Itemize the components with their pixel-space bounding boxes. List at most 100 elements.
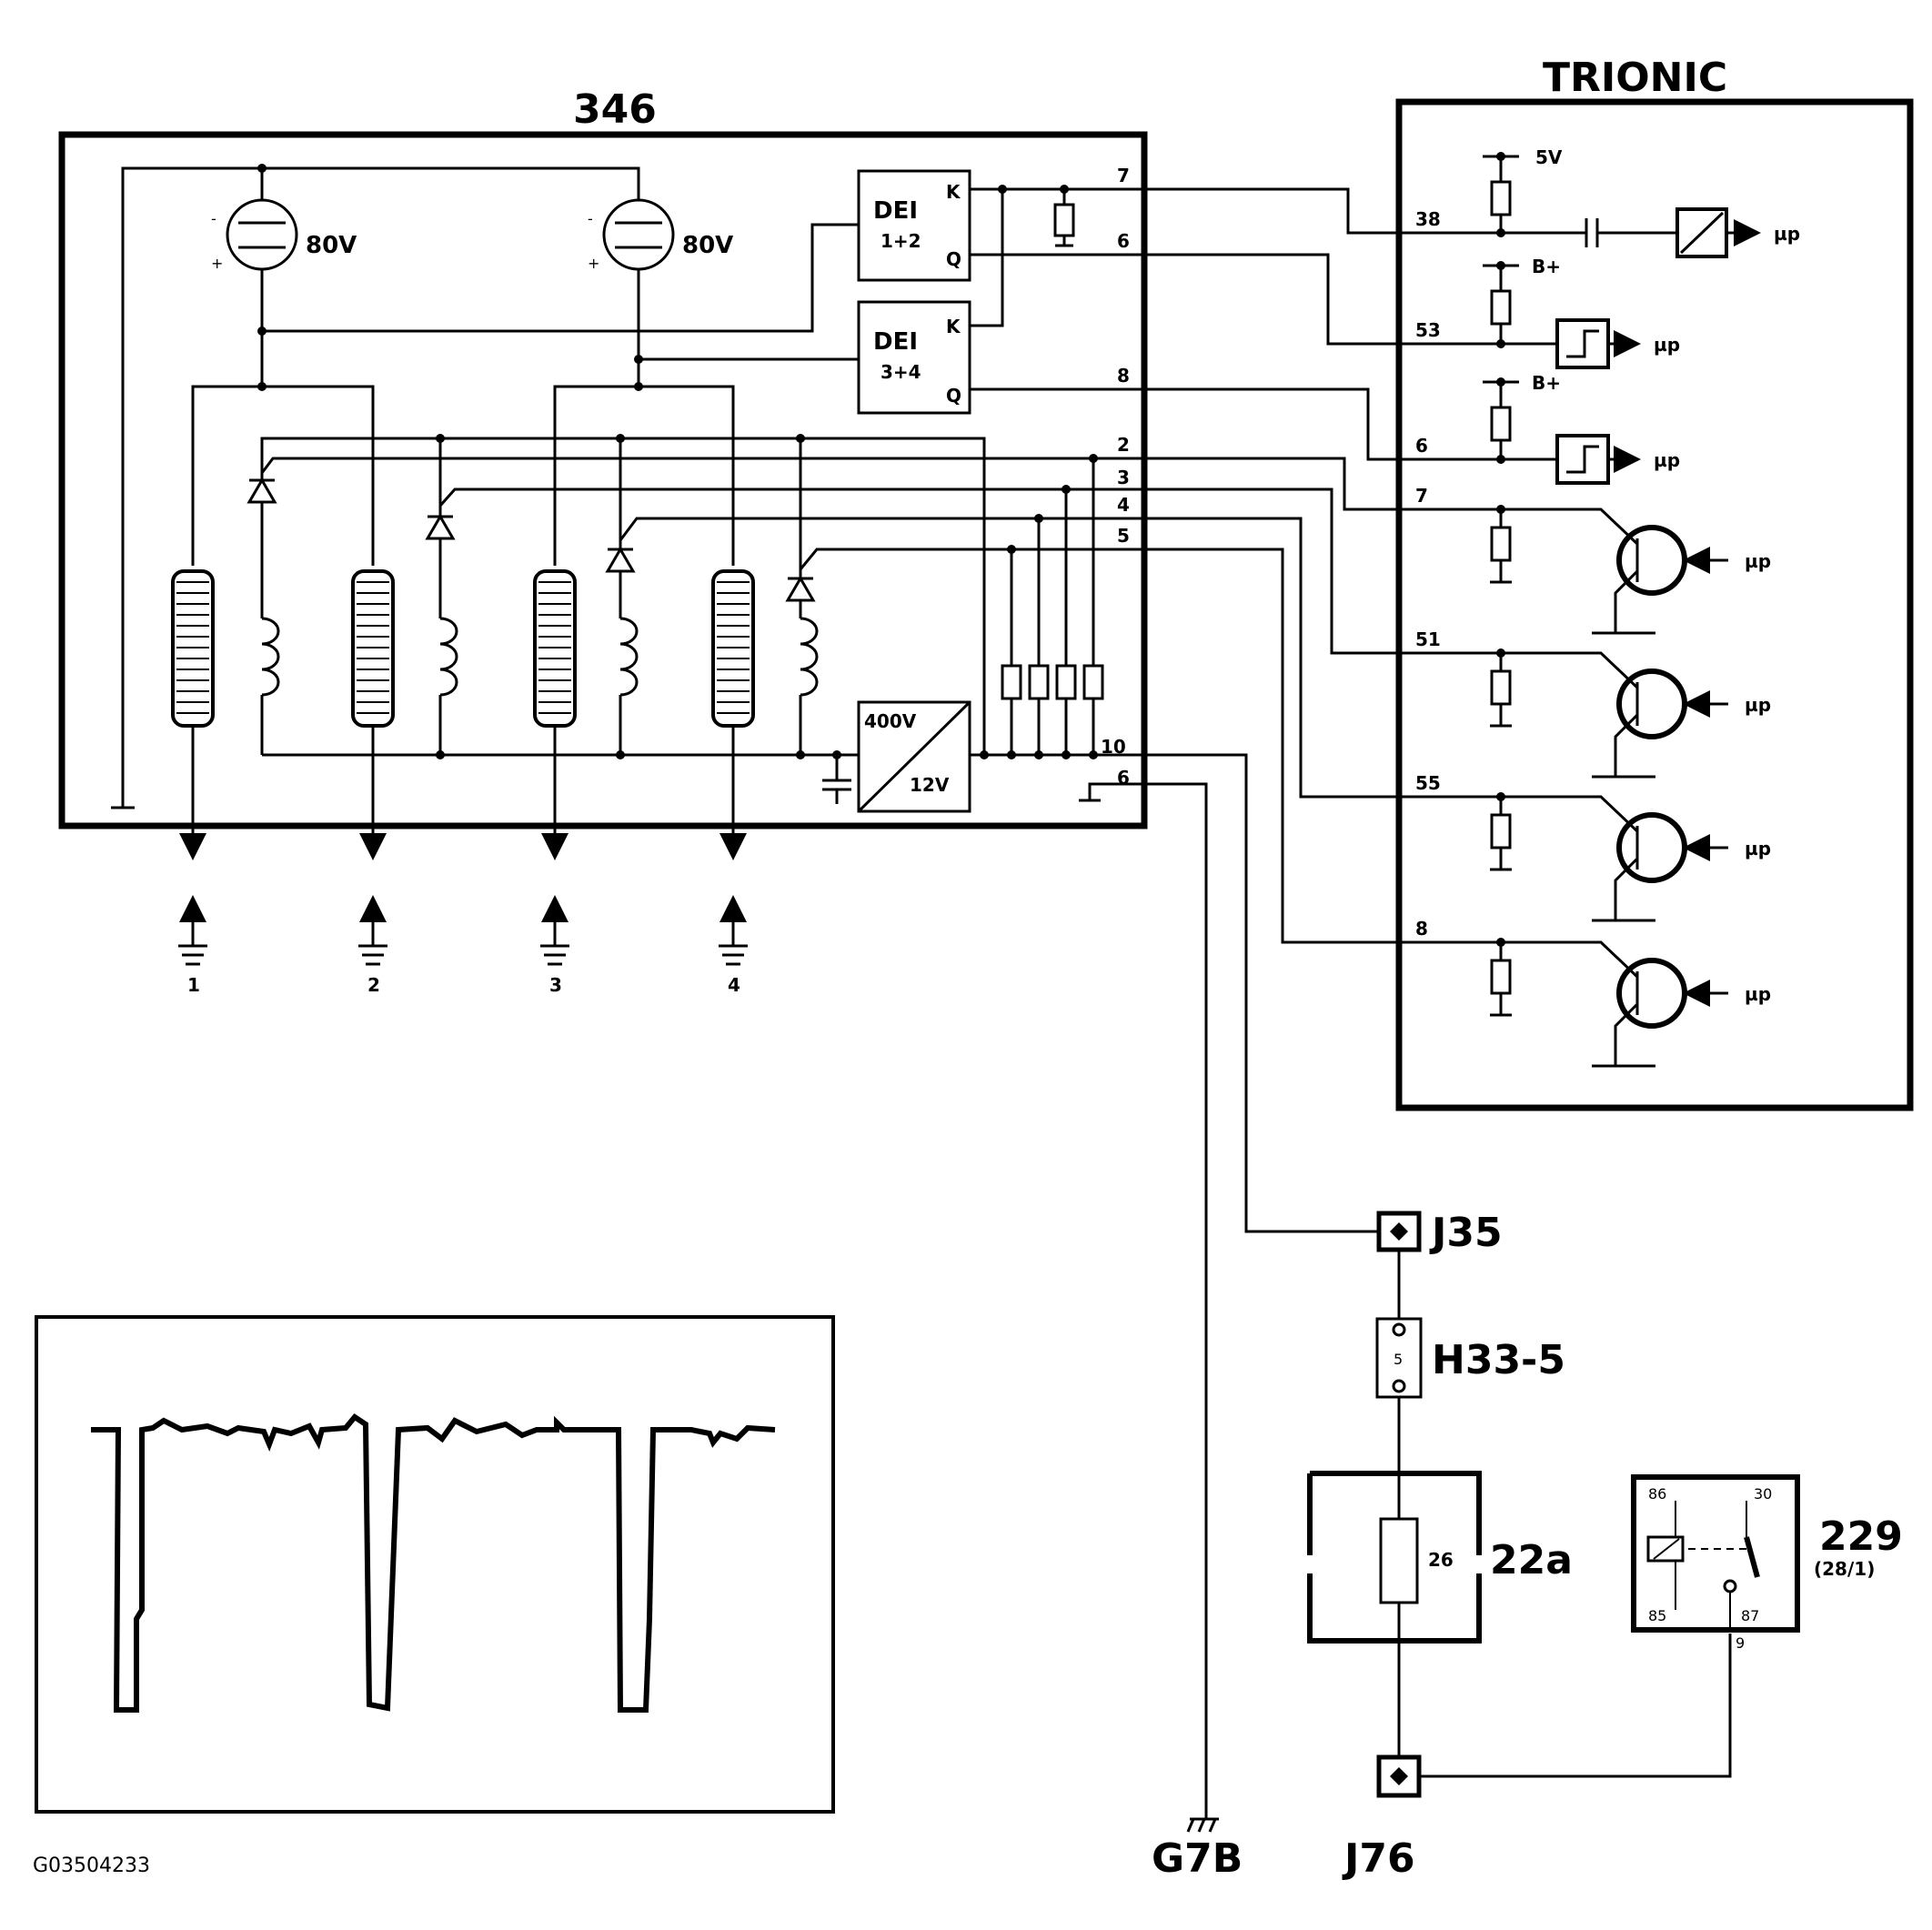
waveform-trace: [91, 1413, 776, 1713]
diodes: [247, 434, 986, 755]
spark-plug-1-label: 1: [187, 974, 200, 996]
trionic-pin-53: 53: [1415, 319, 1441, 341]
pin-346-8: 8: [1117, 365, 1130, 387]
pin-346-5: 5: [1117, 525, 1130, 547]
dei-1-2: DEI 1+2 K Q: [857, 169, 971, 282]
spark-plug-3-label: 3: [549, 974, 562, 996]
dei-3-4: DEI 3+4 K Q: [857, 300, 971, 415]
dei-1-2-pin-q: Q: [946, 248, 961, 270]
connector-j35: J35: [1376, 1210, 1503, 1256]
dei-1-2-label: DEI: [873, 197, 918, 225]
ground-label: G7B: [1152, 1835, 1243, 1882]
trionic-b2: B+: [1532, 372, 1561, 394]
mu-6: µp: [1745, 838, 1771, 859]
converter-input: 400V: [864, 710, 917, 732]
mu-5: µp: [1745, 694, 1771, 716]
trionic-input-38: 5V µp: [1483, 146, 1800, 258]
j35-label: J35: [1429, 1210, 1503, 1256]
dei-3-4-pin-k: K: [946, 316, 961, 337]
wire-pin8-trionic: [1144, 548, 1501, 944]
ground-g7b: G7B: [1152, 1817, 1243, 1882]
trionic-5v: 5V: [1535, 146, 1563, 168]
trionic-pin-8: 8: [1415, 918, 1428, 940]
fuse-26: 26: [1428, 1549, 1454, 1571]
spark-plug-1: 1: [178, 895, 207, 996]
trionic-pin-55: 55: [1415, 772, 1441, 794]
ignition-coil-1: [171, 385, 395, 860]
spark-plug-2-label: 2: [367, 974, 380, 996]
pin-346-2: 2: [1117, 434, 1130, 456]
relay-pin-9: 9: [1736, 1634, 1745, 1652]
trionic-input-53: B+ µp: [1483, 256, 1680, 369]
pin-346-6: 6: [1117, 230, 1130, 252]
trionic-driver-7: µp: [1490, 505, 1771, 635]
fuse-box-label: 22a: [1490, 1537, 1573, 1583]
spark-plug-3: 3: [540, 895, 569, 996]
h33-inner: 5: [1394, 1351, 1403, 1368]
spark-plug-2: 2: [358, 895, 387, 996]
relay-87: 87: [1741, 1607, 1759, 1624]
capacitor: [822, 750, 851, 804]
module-346-label: 346: [573, 86, 657, 133]
wire-pin4: [619, 517, 1144, 541]
wire-pin2: [260, 457, 1144, 474]
dc-converter: 400V 12V: [857, 700, 971, 813]
trionic-input-6: B+ µp: [1483, 372, 1680, 485]
mu-3: µp: [1654, 449, 1680, 471]
dei-1-2-pin-k: K: [946, 181, 961, 203]
connector-h33-5: 5 H33-5: [1375, 1317, 1565, 1399]
bulb-2-label: 80V: [682, 232, 733, 259]
bulb-2: - + 80V: [588, 198, 733, 387]
bulb-top-rail: [262, 166, 640, 200]
power-feed: G7B J35 5 H33-5 26 22a: [1144, 753, 1903, 1882]
resistor-bank: [1001, 454, 1104, 755]
svg-text:+: +: [211, 255, 223, 272]
wire-relay-j76: [1419, 1633, 1732, 1778]
mu-2: µp: [1654, 334, 1680, 356]
wire-pin10-j35: [1144, 753, 1379, 1233]
trionic-driver-8: µp: [1490, 938, 1771, 1068]
trionic-b1: B+: [1532, 256, 1561, 277]
relay-sublabel: (28/1): [1814, 1558, 1875, 1580]
wire-pin55: [1144, 517, 1501, 799]
wire-pin38: [1144, 187, 1501, 235]
svg-text:-: -: [588, 210, 593, 227]
h33-label: H33-5: [1432, 1337, 1565, 1383]
ground-rail: [121, 166, 262, 808]
relay-86: 86: [1648, 1485, 1666, 1503]
pin-346-3: 3: [1117, 467, 1130, 488]
dei-1-2-sub: 1+2: [880, 230, 921, 252]
trionic-pin-51: 51: [1415, 628, 1441, 650]
trionic-driver-55: µp: [1490, 792, 1771, 922]
ignition-module-346: 346 - + 80V - + 80V: [58, 86, 1148, 860]
trionic-pin-7: 7: [1415, 485, 1428, 507]
bulb-1-label: 80V: [306, 232, 357, 259]
wire-pin51: [1144, 488, 1501, 655]
svg-text:-: -: [211, 210, 216, 227]
trionic-pin-38: 38: [1415, 208, 1441, 230]
wire-pin3: [438, 488, 1144, 507]
mu-7: µp: [1745, 983, 1771, 1005]
waveform-frame: [35, 1315, 835, 1814]
bulb-1: - + 80V: [211, 168, 357, 387]
module-346-frame: [58, 131, 1148, 829]
waveform-panel: [35, 1315, 835, 1814]
wire-k-bus: [970, 189, 1004, 327]
pin-346-4: 4: [1117, 494, 1130, 516]
dei-3-4-label: DEI: [873, 328, 918, 356]
j76-label: J76: [1342, 1835, 1415, 1882]
dei-3-4-sub: 3+4: [880, 361, 921, 383]
dei-3-4-pin-q: Q: [946, 385, 961, 407]
pin-346-7: 7: [1117, 165, 1130, 186]
figure-caption: G03504233: [33, 1855, 150, 1877]
trionic-driver-51: µp: [1490, 648, 1771, 779]
wire-pin7-trionic: [1144, 457, 1501, 511]
trionic-label: TRIONIC: [1543, 55, 1727, 101]
relay-229: 86 30 85 87 9 229 (28/1): [1631, 1474, 1903, 1652]
fuse-box-22a: 26 22a: [1307, 1471, 1573, 1644]
trionic-pin-6: 6: [1415, 435, 1428, 457]
trionic-frame: [1395, 98, 1914, 1111]
wire-bulb1-dei12: [262, 223, 859, 333]
wire-pin6b: [1088, 782, 1144, 800]
